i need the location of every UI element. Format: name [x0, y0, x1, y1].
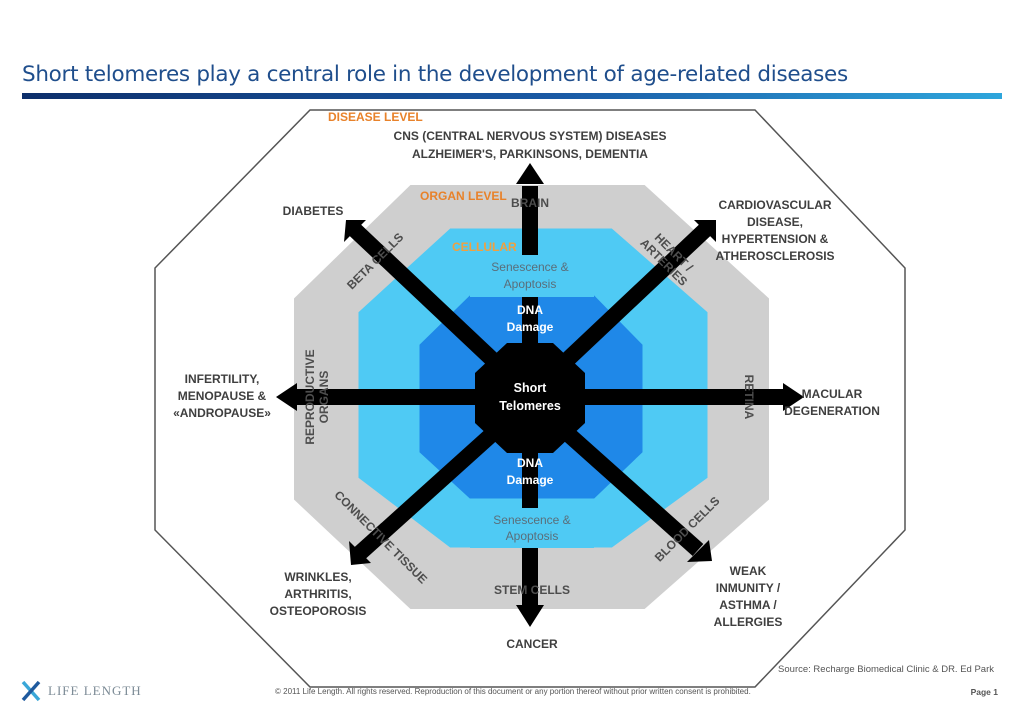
disease-cardio-line2: DISEASE, — [747, 215, 803, 229]
disease-immunity-line4: ALLERGIES — [714, 615, 783, 629]
dna-bottom-line1: DNA — [517, 456, 543, 470]
disease-cardio-line1: CARDIOVASCULAR — [718, 198, 831, 212]
source-note: Source: Recharge Biomedical Clinic & DR.… — [778, 664, 994, 675]
dna-bottom-line2: Damage — [507, 473, 554, 487]
dna-top-line1: DNA — [517, 303, 543, 317]
disease-immunity-line2: INMUNITY / — [716, 581, 781, 595]
organ-level-label: ORGAN LEVEL — [420, 189, 507, 203]
arrowhead-up — [516, 163, 544, 184]
organ-stem-cells: STEM CELLS — [494, 583, 570, 597]
page-title: Short telomeres play a central role in t… — [22, 62, 848, 87]
organ-reproductive-line1: REPRODUCTIVE — [303, 349, 317, 444]
disease-immunity-line1: WEAK — [730, 564, 767, 578]
disease-macular-line2: DEGENERATION — [784, 404, 880, 418]
arrowhead-down-left — [349, 541, 371, 565]
disease-cardio-line4: ATHEROSCLEROSIS — [715, 249, 834, 263]
page-number: Page 1 — [970, 687, 998, 697]
arrowhead-left — [276, 383, 297, 411]
senescence-bottom-line2: Apoptosis — [506, 529, 559, 543]
arrowhead-up-right — [694, 220, 716, 242]
disease-infertility-line3: «ANDROPAUSE» — [173, 406, 271, 420]
arrowhead-right — [783, 383, 804, 411]
dna-top-line2: Damage — [507, 320, 554, 334]
logo-text: LIFE LENGTH — [48, 683, 142, 698]
disease-cancer: CANCER — [506, 637, 558, 651]
organ-retina: RETINA — [742, 375, 756, 420]
dna-x-logo-icon — [21, 680, 41, 702]
arrowhead-up-left — [344, 220, 366, 242]
cellular-band-top — [470, 255, 594, 297]
senescence-top-line2: Apoptosis — [504, 277, 557, 291]
disease-level-label: DISEASE LEVEL — [328, 110, 423, 124]
title-underline-bar — [22, 93, 1002, 99]
disease-infertility-line1: INFERTILITY, — [185, 372, 260, 386]
cellular-band-bottom — [470, 508, 594, 548]
core-label-line1: Short — [514, 381, 547, 395]
arrowhead-down-right — [687, 540, 712, 562]
disease-diabetes: DIABETES — [283, 204, 344, 218]
disease-wrinkles-line3: OSTEOPOROSIS — [270, 604, 367, 618]
organ-brain: BRAIN — [511, 196, 549, 210]
disease-macular-line1: MACULAR — [802, 387, 863, 401]
senescence-top-line1: Senescence & — [491, 260, 568, 274]
organ-reproductive-line2: ORGANS — [317, 371, 331, 424]
disease-cns-line2: ALZHEIMER'S, PARKINSONS, DEMENTIA — [412, 147, 648, 161]
disease-immunity-line3: ASTHMA / — [719, 598, 777, 612]
senescence-bottom-line1: Senescence & — [493, 513, 570, 527]
short-telomeres-core — [475, 343, 585, 453]
core-label-line2: Telomeres — [499, 399, 561, 413]
cellular-label: CELLULAR — [452, 240, 517, 254]
disease-infertility-line2: MENOPAUSE & — [178, 389, 267, 403]
disease-wrinkles-line2: ARTHRITIS, — [284, 587, 351, 601]
disease-cns-line1: CNS (CENTRAL NERVOUS SYSTEM) DISEASES — [394, 129, 667, 143]
disease-wrinkles-line1: WRINKLES, — [284, 570, 351, 584]
disease-cardio-line3: HYPERTENSION & — [722, 232, 829, 246]
life-length-logo: LIFE LENGTH — [20, 680, 142, 702]
arrowheads — [276, 163, 804, 627]
organ-reproductive: REPRODUCTIVE ORGANS — [303, 349, 331, 444]
arrowhead-down — [516, 605, 544, 627]
copyright-footer: © 2011 Life Length. All rights reserved.… — [275, 687, 751, 696]
